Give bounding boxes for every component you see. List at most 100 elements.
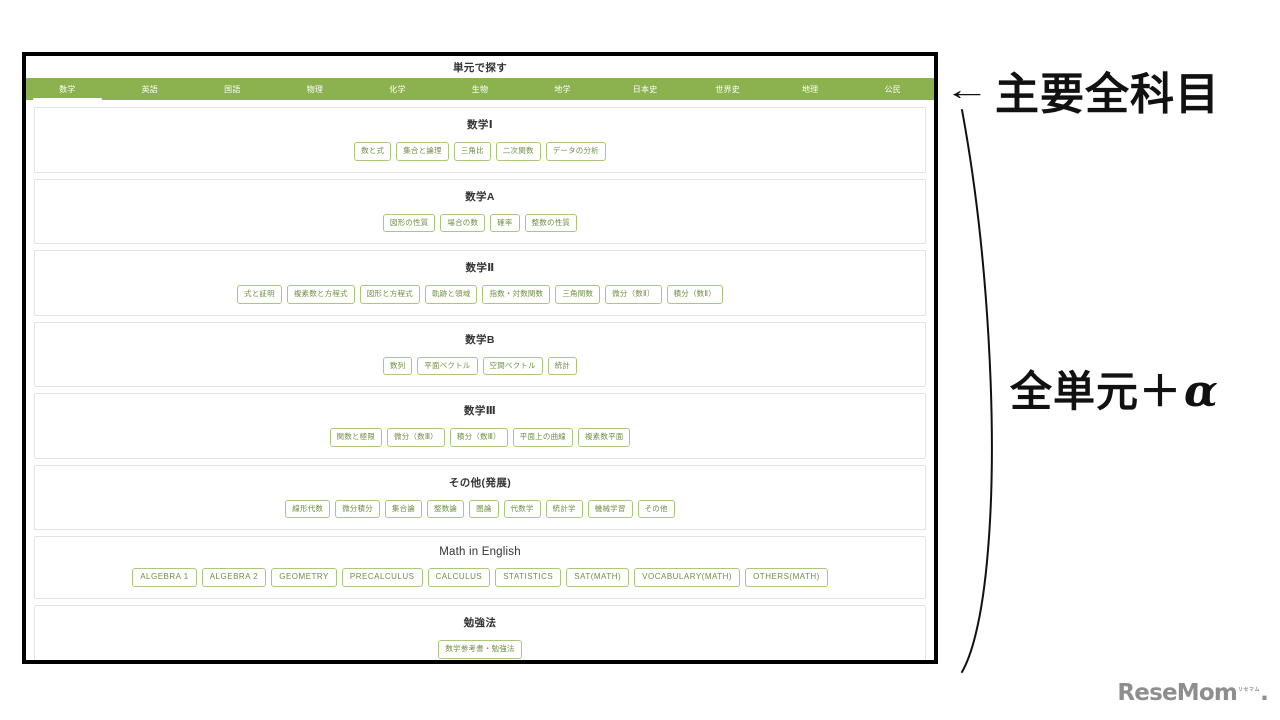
subject-tab-5[interactable]: 化学 xyxy=(356,78,439,100)
unit-tag[interactable]: 平面上の曲線 xyxy=(512,428,573,447)
unit-tag[interactable]: 微分（数Ⅱ） xyxy=(605,285,662,304)
subject-tab-label: 数学 xyxy=(59,84,76,94)
unit-tag[interactable]: 代数学 xyxy=(503,499,541,518)
content-frame: 単元で探す 数学 英語 国語 物理 化学 生物 地学 日本史 世界史 地理 公民 数学Ⅰ 数と式集合と… xyxy=(22,52,938,664)
subject-tab-label: 公民 xyxy=(884,84,901,94)
subject-tab-2[interactable]: 英語 xyxy=(109,78,192,100)
unit-tag[interactable]: 微分積分 xyxy=(335,499,380,518)
unit-tag[interactable]: 積分（数Ⅲ） xyxy=(449,428,508,447)
unit-tag[interactable]: データの分析 xyxy=(545,142,606,161)
subject-tab-label: 世界史 xyxy=(715,84,740,94)
subject-tab-label: 物理 xyxy=(306,84,324,94)
unit-tag[interactable]: 集合論 xyxy=(384,499,423,518)
unit-tag[interactable]: 空間ベクトル xyxy=(482,356,543,375)
unit-card-title: 数学Ⅱ xyxy=(465,262,495,274)
unit-tag[interactable]: 三角関数 xyxy=(555,285,601,304)
unit-tag[interactable]: PRECALCULUS xyxy=(341,568,423,587)
panel: 単元で探す 数学 英語 国語 物理 化学 生物 地学 日本史 世界史 地理 公民 数学Ⅰ 数と式集合と… xyxy=(26,56,934,660)
unit-tag-row: 関数と極限微分（数Ⅲ）積分（数Ⅲ）平面上の曲線複素数平面 xyxy=(329,428,631,447)
unit-tag-row: 式と証明複素数と方程式図形と方程式軌跡と領域指数・対数関数三角関数微分（数Ⅱ）積… xyxy=(237,285,723,304)
unit-tag[interactable]: その他 xyxy=(637,499,675,518)
subject-tab-3[interactable]: 国語 xyxy=(191,78,274,100)
unit-tag[interactable]: 機械学習 xyxy=(587,499,633,518)
unit-tag[interactable]: 圏論 xyxy=(469,499,499,518)
unit-card: 数学A 図形の性質場合の数確率整数の性質 xyxy=(34,178,926,244)
unit-tag[interactable]: 積分（数Ⅱ） xyxy=(666,285,723,304)
subject-tab-label: 日本史 xyxy=(632,84,658,94)
unit-card-title: その他(発展) xyxy=(448,476,512,489)
unit-tag[interactable]: 図形の性質 xyxy=(382,213,436,232)
unit-tag[interactable]: 関数と極限 xyxy=(329,428,383,447)
unit-tag[interactable]: CALCULUS xyxy=(427,568,491,587)
unit-tag[interactable]: 三角比 xyxy=(453,142,491,161)
subject-tab-8[interactable]: 日本史 xyxy=(604,78,687,100)
unit-card-title: 数学B xyxy=(465,333,495,346)
unit-tag[interactable]: 複素数平面 xyxy=(577,428,631,447)
unit-tag-row: 数列平面ベクトル空間ベクトル統計 xyxy=(382,356,578,375)
unit-card: 数学B 数列平面ベクトル空間ベクトル統計 xyxy=(34,321,926,387)
unit-tag-row: 数学参考書・勉強法 xyxy=(438,640,522,659)
unit-tag[interactable]: 線形代数 xyxy=(285,499,331,518)
unit-card: その他(発展) 線形代数微分積分集合論整数論圏論代数学統計学機械学習その他 xyxy=(34,464,926,530)
unit-tag[interactable]: 場合の数 xyxy=(440,213,486,232)
unit-tag[interactable]: 統計 xyxy=(547,356,578,375)
subject-tab-10[interactable]: 地理 xyxy=(769,78,852,100)
unit-tag[interactable]: 確率 xyxy=(490,213,520,232)
subject-tab-1[interactable]: 数学 xyxy=(26,78,109,100)
unit-tag[interactable]: 数列 xyxy=(382,356,413,375)
subject-tab-11[interactable]: 公民 xyxy=(851,78,934,100)
unit-tag[interactable]: ALGEBRA 2 xyxy=(201,568,267,587)
unit-tag[interactable]: 軌跡と領域 xyxy=(424,285,478,304)
unit-tag[interactable]: 二次関数 xyxy=(495,142,541,161)
page-title: 単元で探す xyxy=(453,61,507,74)
unit-card-title: Math in English xyxy=(439,546,521,558)
unit-tag[interactable]: 整数の性質 xyxy=(524,213,578,232)
unit-tag[interactable]: 複素数と方程式 xyxy=(286,285,355,304)
unit-tag[interactable]: ALGEBRA 1 xyxy=(132,568,197,587)
subject-tab-label: 地学 xyxy=(554,84,571,94)
unit-tag[interactable]: GEOMETRY xyxy=(271,568,337,587)
logo-superscript: リセマム xyxy=(1238,687,1261,693)
subject-tab-4[interactable]: 物理 xyxy=(274,78,357,100)
annotation-subjects-label: 主要全科目 xyxy=(995,70,1220,119)
annotation-units-label: 全単元＋ xyxy=(1010,368,1183,415)
unit-tag[interactable]: STATISTICS xyxy=(495,568,562,587)
unit-tag[interactable]: 数学参考書・勉強法 xyxy=(438,640,522,659)
unit-tag[interactable]: SAT(MATH) xyxy=(566,568,630,587)
unit-card: 勉強法数学参考書・勉強法 xyxy=(34,605,926,660)
subject-tab-label: 地理 xyxy=(801,84,819,94)
alpha-glyph: α xyxy=(1184,366,1219,417)
subject-tab-label: 英語 xyxy=(141,84,159,94)
subject-tab-label: 生物 xyxy=(471,84,489,94)
unit-card: 数学Ⅱ 式と証明複素数と方程式図形と方程式軌跡と領域指数・対数関数三角関数微分（数… xyxy=(34,250,926,316)
unit-tag-row: 図形の性質場合の数確率整数の性質 xyxy=(382,213,578,232)
subject-tab-label: 国語 xyxy=(224,84,241,94)
unit-tag[interactable]: 指数・対数関数 xyxy=(482,285,551,304)
unit-tag[interactable]: 集合と論理 xyxy=(396,142,449,161)
unit-tag[interactable]: 式と証明 xyxy=(237,285,282,304)
unit-tag[interactable]: 数と式 xyxy=(354,142,392,161)
subject-tab-6[interactable]: 生物 xyxy=(439,78,522,100)
subject-tab-9[interactable]: 世界史 xyxy=(686,78,769,100)
unit-card-title: 数学A xyxy=(465,190,495,203)
unit-tag[interactable]: OTHERS(MATH) xyxy=(745,568,828,587)
unit-card: 数学Ⅲ 関数と極限微分（数Ⅲ）積分（数Ⅲ）平面上の曲線複素数平面 xyxy=(34,393,926,459)
unit-tag[interactable]: 整数論 xyxy=(427,499,465,518)
unit-tag[interactable]: 平面ベクトル xyxy=(417,356,478,375)
unit-tag[interactable]: 図形と方程式 xyxy=(359,285,420,304)
unit-tag[interactable]: 統計学 xyxy=(545,499,583,518)
subject-tab-bar[interactable]: 数学 英語 国語 物理 化学 生物 地学 日本史 世界史 地理 公民 xyxy=(26,78,934,100)
panel-header: 単元で探す xyxy=(26,56,934,78)
unit-tag[interactable]: 微分（数Ⅲ） xyxy=(387,428,445,447)
unit-tag[interactable]: VOCABULARY(MATH) xyxy=(634,568,741,587)
unit-card-title: 勉強法 xyxy=(463,617,497,629)
left-arrow-icon: ← xyxy=(943,73,992,107)
unit-card-title: 数学Ⅲ xyxy=(463,405,497,417)
logo-wordmark: ReseMom xyxy=(1117,680,1238,706)
unit-card-title: 数学Ⅰ xyxy=(466,119,494,131)
subject-tab-7[interactable]: 地学 xyxy=(521,78,604,100)
